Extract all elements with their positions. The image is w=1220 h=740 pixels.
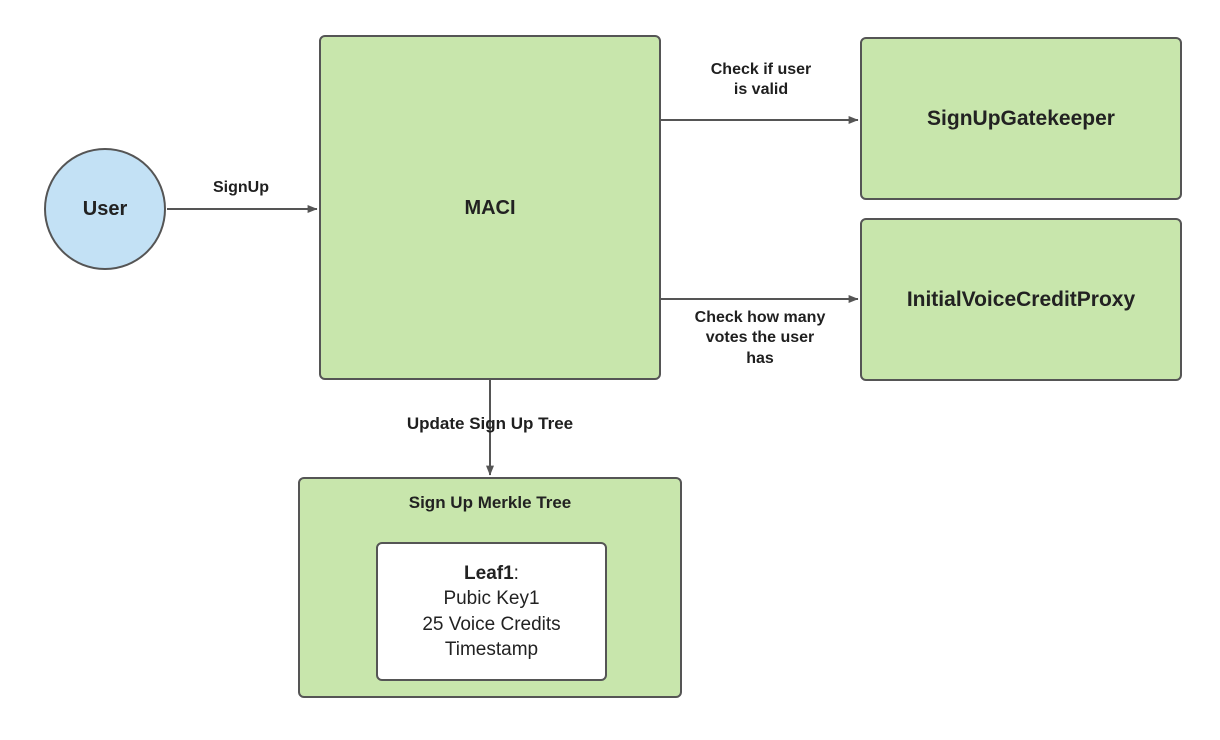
node-signup-gatekeeper[interactable]: SignUpGatekeeper xyxy=(860,37,1182,200)
node-signup-gatekeeper-label: SignUpGatekeeper xyxy=(927,106,1115,130)
leaf1-name-line: Leaf1: xyxy=(464,561,519,586)
leaf1-detail-line: Timestamp xyxy=(444,638,539,660)
node-leaf1[interactable]: Leaf1: Pubic Key1 25 Voice Credits Times… xyxy=(376,542,607,681)
leaf1-name: Leaf1 xyxy=(464,563,514,585)
node-maci-label: MACI xyxy=(464,196,516,219)
node-signup-merkle-tree[interactable]: Sign Up Merkle Tree Leaf1: Pubic Key1 25… xyxy=(298,477,682,698)
leaf1-colon: : xyxy=(513,563,519,585)
edge-label-signup: SignUp xyxy=(213,179,269,196)
edge-label-check-how-many-votes: Check how many votes the user has xyxy=(694,309,826,367)
node-user-label: User xyxy=(82,198,128,220)
node-initial-voice-credit-proxy[interactable]: InitialVoiceCreditProxy xyxy=(860,218,1182,381)
node-initial-voice-credit-proxy-label: InitialVoiceCreditProxy xyxy=(906,287,1136,311)
edge-label-update-sign-up-tree: Update Sign Up Tree xyxy=(406,414,574,433)
edge-label-check-if-user-is-valid: Check if user is valid xyxy=(710,61,812,99)
leaf1-detail-line: Pubic Key1 xyxy=(443,588,540,610)
node-signup-merkle-tree-title: Sign Up Merkle Tree xyxy=(408,493,572,512)
node-maci[interactable]: MACI xyxy=(319,35,661,380)
leaf1-detail-line: 25 Voice Credits xyxy=(422,613,561,635)
node-user[interactable]: User xyxy=(44,148,166,270)
